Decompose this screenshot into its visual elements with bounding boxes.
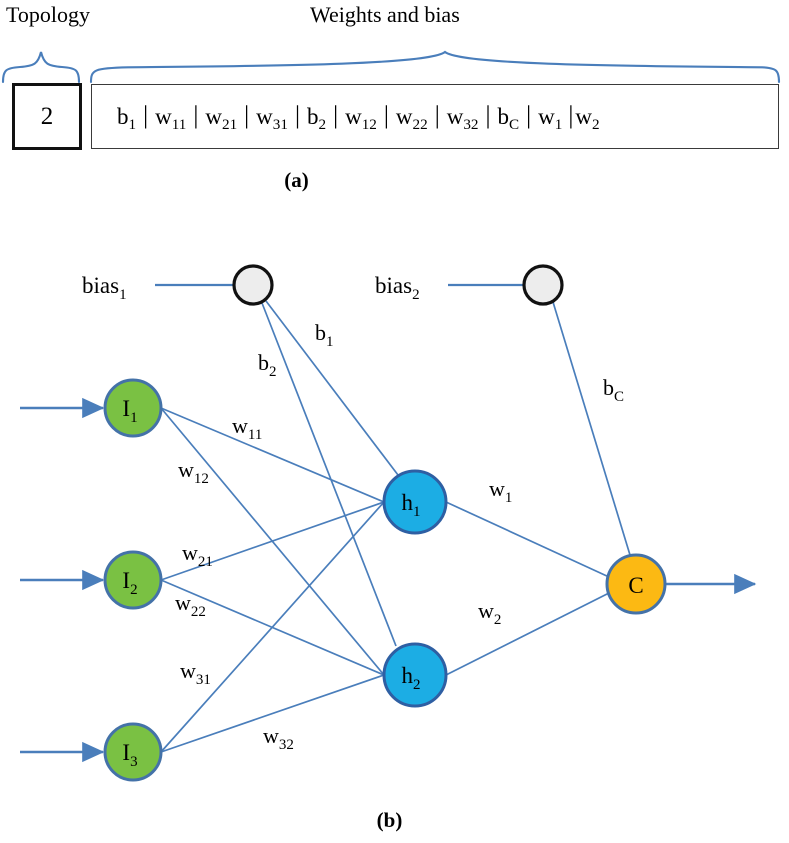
caption-a: (a) [284,168,309,192]
caption-b: (b) [376,808,403,832]
edge-label-w22: w22 [175,590,206,620]
bias2-sub: 2 [412,287,420,303]
hidden-node-h1-circle [382,469,448,535]
gene-w21: w21 [205,104,238,133]
gene-separator: | [244,102,250,129]
edge-weight-labels-group: w11 w12 w21 w22 w31 w32 w1 w2 b1 b2 bC [175,320,624,753]
edge-label-w31: w31 [180,658,211,688]
input-node-I3-label: I3 [122,740,137,770]
gene-separator: | [568,102,574,129]
hidden-node-h1-label: h1 [402,490,421,520]
topology-section-label: Topology [6,2,91,27]
input-node-I2-circle [103,550,163,610]
input-node-I1: I1 [103,378,163,438]
bias1-hidden-edges-group [261,300,399,647]
bias1-base: bias [82,273,119,298]
gene-separator: | [485,102,491,129]
input-node-I1-label: I1 [122,396,137,426]
edge-label-b2: b2 [258,350,277,380]
edge-label-w2: w2 [478,598,501,628]
gene-separator: | [193,102,199,129]
gene-separator: | [294,102,300,129]
output-node-C: C [605,553,667,615]
gene-b1: b1 [117,104,137,133]
input-node-I2: I2 [103,550,163,610]
bias-node-1-circle [232,264,274,306]
edge-label-w32: w32 [263,723,294,753]
edge-I1-h1 [160,407,385,503]
edge-label-w21: w21 [182,540,213,570]
bias-node-2-circle [522,264,564,306]
edge-label-w1: w1 [489,476,512,506]
gene-separator: | [333,102,339,129]
input-node-I1-circle [103,378,163,438]
hidden-node-h2-label: h2 [402,663,421,693]
gene-b2: b2 [306,104,327,133]
gene-w1: w1 [538,104,563,133]
gene-w2: w2 [575,104,600,133]
input-node-I2-label: I2 [122,568,137,598]
bias2-base: bias [375,273,412,298]
weights-brace-icon [89,50,781,84]
edge-I3-h1 [160,501,385,753]
edge-label-b1: b1 [315,320,334,350]
input-hidden-edges-group [160,407,385,753]
gene-w11: w11 [155,104,187,133]
weights-and-bias-section-label: Weights and bias [310,2,460,27]
hidden-node-h2-circle [382,642,448,708]
chromosome-gene-sequence: b1|w11|w21|w31|b2|w12|w22|w32|bC|w1|w2 [92,102,600,133]
edge-label-w12: w12 [178,457,209,487]
edge-I2-h1 [160,501,385,581]
bias-node-2-label: bias2 [375,273,420,303]
hidden-node-h2: h2 [382,642,448,708]
gene-separator: | [434,102,440,129]
gene-separator: | [143,102,149,129]
input-node-I3-circle [103,722,163,782]
edge-bias1-h2 [261,302,397,647]
gene-separator: | [526,102,532,129]
edge-I3-h2 [160,674,385,753]
input-arrows-group [20,397,105,763]
edge-bias2-C [552,301,631,556]
gene-separator: | [383,102,389,129]
topology-brace-icon [1,51,81,84]
gene-bC: bC [497,104,520,133]
edge-h2-C [445,592,610,676]
panel-b-neural-network-diagram: bias1 bias2 I1 I2 I3 h1 [20,264,757,782]
gene-w22: w22 [395,104,428,133]
topology-gene-box: 2 [12,83,82,150]
bias-node-2 [522,264,564,306]
edge-bias1-h1 [265,300,399,476]
edge-label-w11: w11 [232,413,262,443]
hidden-output-edges-group [445,501,610,676]
output-node-C-circle [605,553,667,615]
gene-w32: w32 [446,104,479,133]
topology-gene-value: 2 [40,103,54,130]
input-node-I3: I3 [103,722,163,782]
hidden-node-h1: h1 [382,469,448,535]
gene-w12: w12 [345,104,377,133]
bias-node-1-label: bias1 [82,273,127,303]
output-node-C-label: C [628,573,643,598]
bias1-sub: 1 [119,287,127,303]
bias-node-1 [232,264,274,306]
weights-gene-box: b1|w11|w21|w31|b2|w12|w22|w32|bC|w1|w2 [91,84,779,149]
gene-w31: w31 [256,104,288,133]
edge-h1-C [445,501,610,578]
edge-label-bC: bC [603,375,624,405]
